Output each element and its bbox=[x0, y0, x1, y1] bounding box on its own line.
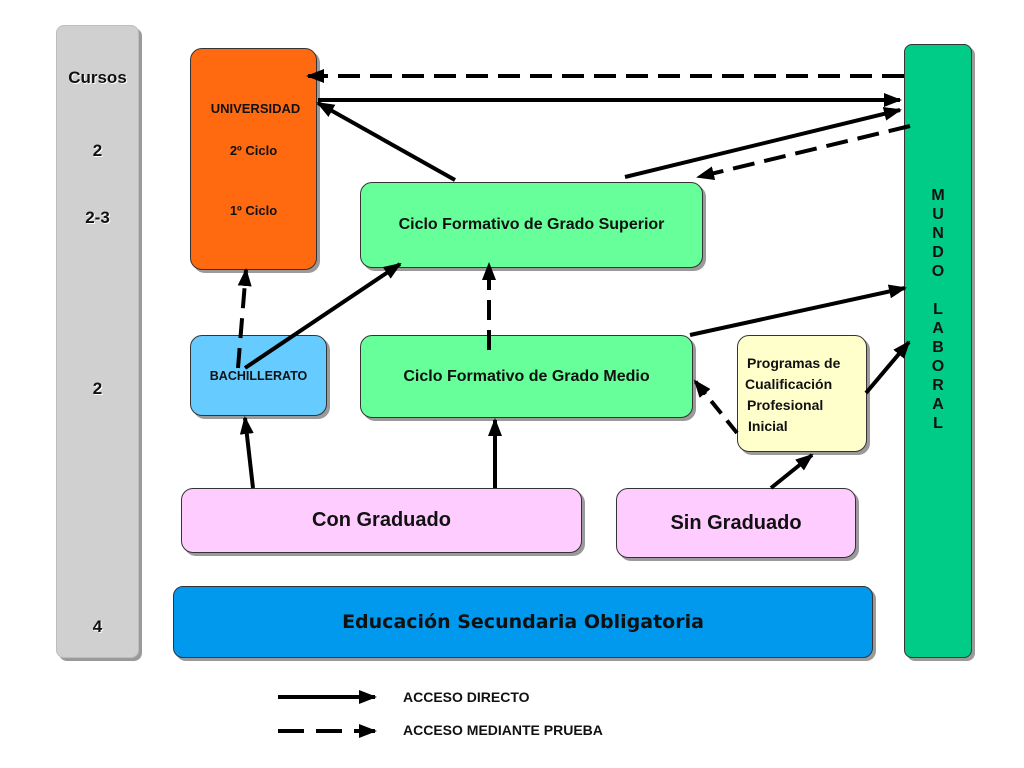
pcpi-line-1: Programas de bbox=[747, 355, 841, 371]
pcpi-line-2: Cualificación bbox=[745, 376, 833, 392]
mundo-letter: N bbox=[932, 225, 944, 242]
universidad-cycle-1: 1º Ciclo bbox=[229, 203, 278, 218]
mundo-laboral-box: M U N D O L A B O R A L bbox=[904, 44, 972, 658]
arrow-pcpi-to-cfgm-test bbox=[693, 379, 739, 435]
arrow-mundo-to-cfgs-test bbox=[696, 124, 911, 181]
arrow-con-to-bach bbox=[239, 416, 255, 489]
mundo-letter: L bbox=[933, 415, 943, 432]
mundo-laboral-label: M U N D O L A B O R A L bbox=[905, 186, 971, 433]
course-level-university-2-3: 2-3 bbox=[85, 208, 110, 227]
ciclo-grado-superior-label: Ciclo Formativo de Grado Superior bbox=[398, 216, 665, 233]
arrow-cfgs-to-mundo bbox=[624, 106, 902, 179]
mundo-letter: R bbox=[932, 377, 944, 394]
mundo-letter: A bbox=[932, 320, 944, 337]
bachillerato-label: BACHILLERATO bbox=[209, 368, 308, 383]
arrow-pcpi-to-mundo bbox=[864, 340, 911, 395]
arrow-cfgm-to-mundo bbox=[689, 284, 907, 337]
pcpi-line-3: Profesional bbox=[747, 397, 824, 413]
pcpi-line-4: Inicial bbox=[748, 418, 788, 434]
eso-box: Educación Secundaria Obligatoria bbox=[173, 586, 873, 658]
course-level-university-2: 2 bbox=[92, 141, 103, 160]
pcpi-box: Programas de Cualificación Profesional I… bbox=[737, 335, 867, 452]
mundo-letter: A bbox=[932, 396, 944, 413]
con-graduado-box: Con Graduado bbox=[181, 488, 582, 553]
sin-graduado-box: Sin Graduado bbox=[616, 488, 856, 558]
bachillerato-box: BACHILLERATO bbox=[190, 335, 327, 416]
legend-test-label: ACCESO MEDIANTE PRUEBA bbox=[403, 722, 603, 738]
universidad-box: UNIVERSIDAD 2º Ciclo 1º Ciclo bbox=[190, 48, 317, 270]
mundo-letter: L bbox=[933, 301, 943, 318]
mundo-letter: O bbox=[931, 263, 945, 280]
universidad-title: UNIVERSIDAD bbox=[210, 101, 301, 116]
mundo-letter: O bbox=[931, 358, 945, 375]
ciclo-grado-medio-box: Ciclo Formativo de Grado Medio bbox=[360, 335, 693, 418]
ciclo-grado-medio-label: Ciclo Formativo de Grado Medio bbox=[403, 367, 650, 385]
mundo-letter: D bbox=[932, 244, 944, 261]
course-level-bachillerato: 2 bbox=[92, 379, 103, 398]
arrow-sin-to-pcpi bbox=[769, 453, 814, 490]
courses-title: Cursos bbox=[68, 68, 127, 87]
con-graduado-label: Con Graduado bbox=[312, 509, 451, 531]
mundo-letter: M bbox=[931, 187, 945, 204]
arrow-cfgs-to-univ bbox=[316, 101, 456, 182]
sin-graduado-label: Sin Graduado bbox=[670, 511, 802, 534]
mundo-letter: B bbox=[932, 339, 944, 356]
course-level-eso: 4 bbox=[92, 617, 103, 636]
eso-label: Educación Secundaria Obligatoria bbox=[342, 611, 704, 633]
mundo-letter: U bbox=[932, 206, 944, 223]
universidad-cycle-2: 2º Ciclo bbox=[229, 143, 278, 158]
mundo-letter bbox=[905, 281, 971, 300]
courses-column: Cursos 2 2-3 2 4 bbox=[56, 25, 139, 658]
legend-direct-label: ACCESO DIRECTO bbox=[403, 689, 530, 705]
ciclo-grado-superior-box: Ciclo Formativo de Grado Superior bbox=[360, 182, 703, 268]
